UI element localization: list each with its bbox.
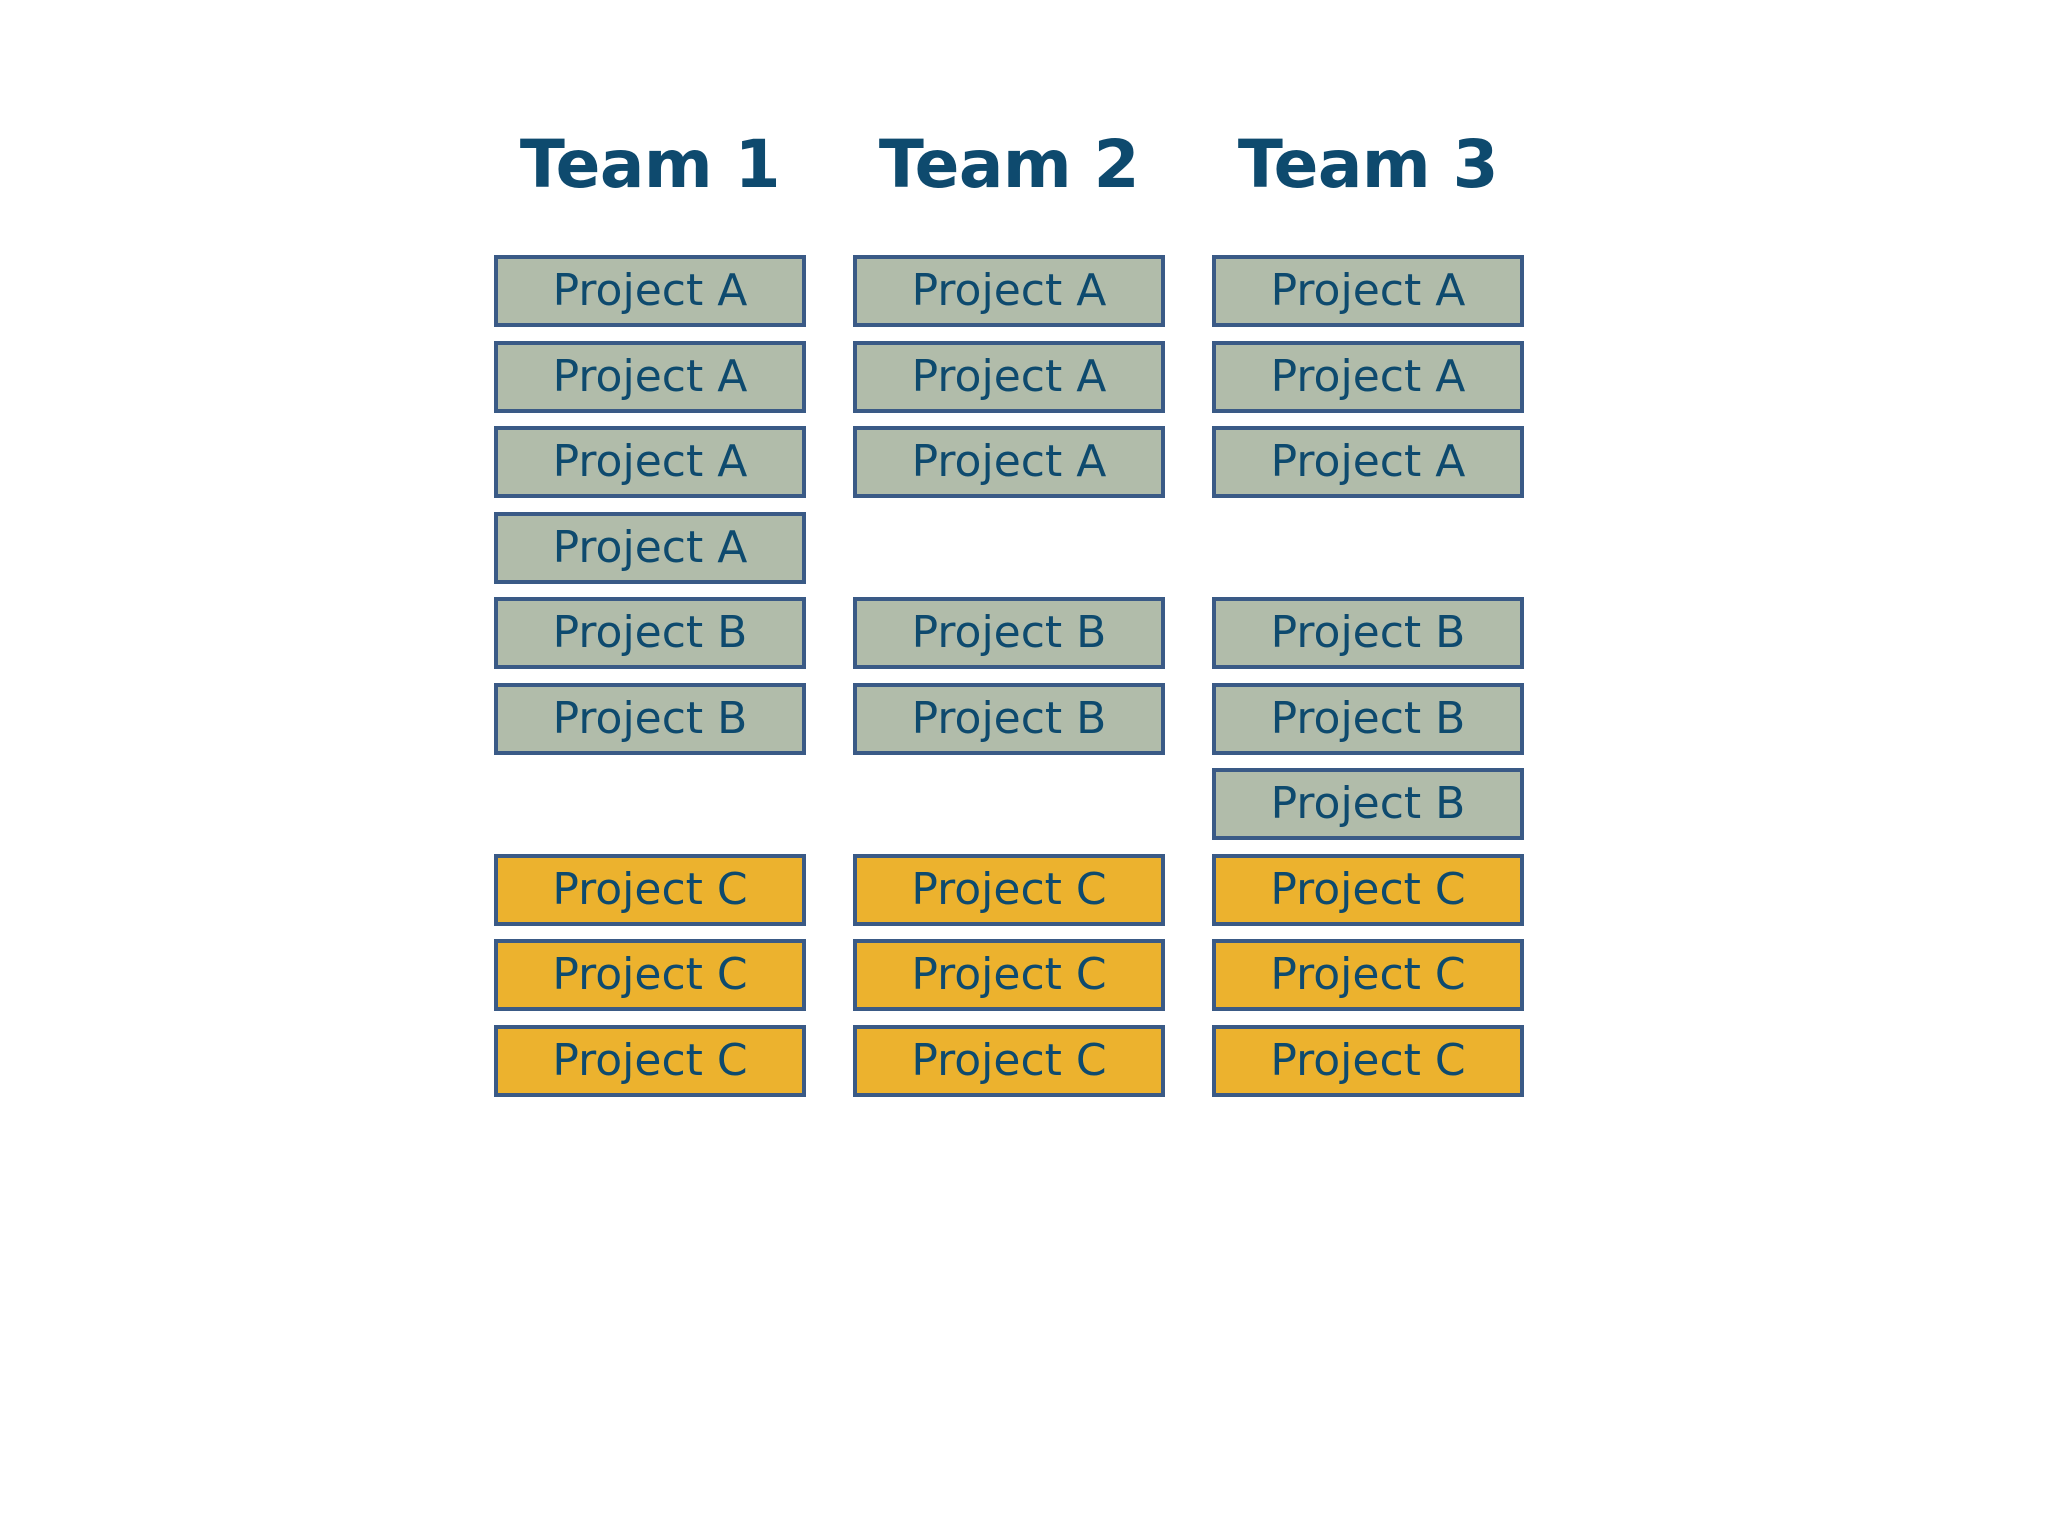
project-a-box: Project A: [853, 426, 1165, 498]
project-c-box: Project C: [1212, 854, 1524, 926]
project-c-box: Project C: [853, 1025, 1165, 1097]
project-c-box: Project C: [494, 939, 806, 1011]
project-a-box: Project A: [494, 426, 806, 498]
project-a-box: Project A: [494, 255, 806, 327]
project-a-box: Project A: [853, 341, 1165, 413]
project-b-box: Project B: [1212, 597, 1524, 669]
project-a-box: Project A: [1212, 426, 1524, 498]
project-c-box: Project C: [1212, 1025, 1524, 1097]
team-column-2: Team 2 Project A Project A Project A Project…: [853, 0, 1165, 1536]
team-title: Team 2: [878, 126, 1140, 203]
project-b-box: Project B: [1212, 683, 1524, 755]
project-c-box: Project C: [853, 939, 1165, 1011]
team-column-1: Team 1 Project A Project A Project A Project…: [494, 0, 806, 1536]
team-column-3: Team 3 Project A Project A Project A Project…: [1212, 0, 1524, 1536]
project-b-box: Project B: [853, 683, 1165, 755]
project-c-box: Project C: [1212, 939, 1524, 1011]
project-b-box: Project B: [1212, 768, 1524, 840]
team-title: Team 3: [1237, 126, 1499, 203]
project-a-box: Project A: [494, 341, 806, 413]
project-a-box: Project A: [853, 255, 1165, 327]
project-a-box: Project A: [1212, 341, 1524, 413]
project-b-box: Project B: [494, 597, 806, 669]
team-title: Team 1: [519, 126, 781, 203]
project-b-box: Project B: [494, 683, 806, 755]
project-a-box: Project A: [1212, 255, 1524, 327]
project-c-box: Project C: [853, 854, 1165, 926]
project-a-box: Project A: [494, 512, 806, 584]
project-b-box: Project B: [853, 597, 1165, 669]
project-c-box: Project C: [494, 1025, 806, 1097]
project-c-box: Project C: [494, 854, 806, 926]
